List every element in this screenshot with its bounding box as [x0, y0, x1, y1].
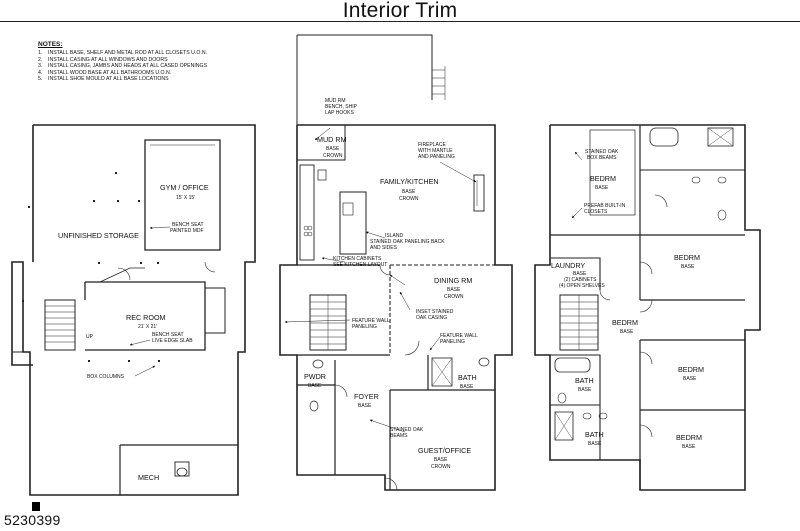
- label-rec-room: REC ROOM: [126, 313, 166, 322]
- label-bath: BATH: [458, 373, 477, 382]
- label-rec-bench: BENCH SEAT: [152, 332, 184, 338]
- label-rec-dims: 21' X 21': [138, 324, 157, 330]
- label-with-mantle: WITH MANTLE: [418, 148, 453, 154]
- label-guest-base: BASE: [434, 457, 448, 463]
- first-floor-labels: MUD RM BENCH, SHIP LAP HOOKS MUD RM BASE…: [304, 98, 478, 470]
- label-mud-rm-bench: MUD RM: [325, 98, 346, 104]
- label-fireplace: FIREPLACE: [418, 142, 446, 148]
- label-mud-crown: CROWN: [323, 153, 343, 159]
- label-gym-office: GYM / OFFICE: [160, 183, 209, 192]
- label-pwdr-base: BASE: [308, 383, 322, 389]
- label-fk-base: BASE: [402, 189, 416, 195]
- label-family-kitchen: FAMILY/KITCHEN: [380, 177, 439, 186]
- basement-plan: [11, 124, 256, 496]
- label-bedrm-5: BEDRM: [676, 433, 702, 442]
- label-fk-crown: CROWN: [399, 196, 419, 202]
- label-live-edge-slab: LIVE EDGE SLAB: [152, 338, 193, 344]
- notes-heading: NOTES:: [38, 41, 63, 48]
- label-mech: MECH: [138, 473, 159, 482]
- label-stained-oak-paneling: STAINED OAK PANELING BACK: [370, 239, 445, 245]
- label-bath-base: BASE: [460, 384, 474, 390]
- label-bedrm-hall: BEDRM: [612, 318, 638, 327]
- note-item: 4.INSTALL WOOD BASE AT ALL BATHROOMS U.O…: [38, 69, 172, 76]
- label-beams: BEAMS: [390, 433, 408, 439]
- label-laundry-cabinets: (2) CABINETS: [564, 277, 597, 283]
- label-bedrm-2-base: BASE: [681, 264, 695, 270]
- label-bath-1: BATH: [575, 376, 594, 385]
- label-bath-1-base: BASE: [578, 387, 592, 393]
- label-lap-hooks: LAP HOOKS: [325, 110, 354, 116]
- label-box-columns: BOX COLUMNS: [87, 374, 125, 380]
- label-dining-crown: CROWN: [444, 294, 464, 300]
- label-bench-ship: BENCH, SHIP: [325, 104, 358, 110]
- label-laundry: LAUNDRY: [551, 261, 585, 270]
- label-dining-base: BASE: [447, 287, 461, 293]
- label-up: UP: [86, 334, 94, 340]
- label-prefab-built-in: PREFAB BUILT-IN: [584, 203, 626, 209]
- label-mud-rm: MUD RM: [317, 135, 347, 144]
- label-kitchen-cabinets: KITCHEN CABINETS: [333, 256, 382, 262]
- label-painted-mdf: PAINTED MDF: [170, 228, 204, 234]
- label-laundry-shelves: (4) OPEN SHELVES: [559, 283, 605, 289]
- label-dining-rm: DINING RM: [434, 276, 472, 285]
- label-closets: CLOSETS: [584, 209, 608, 215]
- label-unfinished-storage: UNFINISHED STORAGE: [58, 231, 139, 240]
- label-and-paneling: AND PANELING: [418, 154, 455, 160]
- note-item: 2.INSTALL CASING AT ALL WINDOWS AND DOOR…: [38, 56, 168, 63]
- label-bedrm-5-base: BASE: [682, 444, 696, 450]
- label-oak-casing: OAK CASING: [416, 315, 447, 321]
- label-feature-wall-2-paneling: PANELING: [440, 339, 465, 345]
- label-gym-dims: 15' X 15': [176, 195, 195, 201]
- note-item: 1.INSTALL BASE, SHELF AND METAL ROD AT A…: [38, 50, 208, 57]
- label-bedrm-master-base: BASE: [595, 185, 609, 191]
- label-bench-seat: BENCH SEAT: [172, 222, 204, 228]
- label-bedrm-2: BEDRM: [674, 253, 700, 262]
- page-title: Interior Trim: [342, 0, 458, 22]
- label-stained-oak: STAINED OAK: [390, 427, 424, 433]
- label-and-sides: AND SIDES: [370, 245, 398, 251]
- label-bath-2: BATH: [585, 430, 604, 439]
- second-floor-plan: [534, 124, 761, 491]
- label-stained-oak-box: STAINED OAK: [585, 149, 619, 155]
- label-guest-crown: CROWN: [431, 464, 451, 470]
- notes-block: NOTES: 1.INSTALL BASE, SHELF AND METAL R…: [38, 41, 208, 83]
- label-feature-wall-2: FEATURE WALL: [440, 333, 478, 339]
- note-item: 3.INSTALL CASING, JAMBS AND HEADS AT ALL…: [38, 63, 208, 70]
- corner-mark: [32, 502, 40, 511]
- basement-labels: UNFINISHED STORAGE GYM / OFFICE 15' X 15…: [58, 183, 209, 482]
- label-foyer-base: BASE: [358, 403, 372, 409]
- second-floor-labels: STAINED OAK BOX BEAMS BEDRM BASE PREFAB …: [551, 149, 704, 450]
- label-see-kitchen-layout: SEE KITCHEN LAYOUT: [333, 262, 387, 268]
- label-feature-wall: FEATURE WALL: [352, 318, 390, 324]
- first-floor-plan: [279, 34, 513, 491]
- label-bath-2-base: BASE: [588, 441, 602, 447]
- label-bedrm-hall-base: BASE: [620, 329, 634, 335]
- label-laundry-base: BASE: [573, 271, 587, 277]
- listing-id: 5230399: [4, 512, 61, 528]
- label-bedrm-4-base: BASE: [683, 376, 697, 382]
- title-rule: [0, 21, 800, 22]
- note-item: 5.INSTALL SHOE MOULD AT ALL BASE LOCATIO…: [38, 76, 169, 83]
- label-pwdr: PWDR: [304, 372, 326, 381]
- label-bedrm-master: BEDRM: [590, 174, 616, 183]
- label-box-beams: BOX BEAMS: [587, 155, 617, 161]
- label-bedrm-4: BEDRM: [678, 365, 704, 374]
- label-mud-base: BASE: [326, 146, 340, 152]
- label-foyer: FOYER: [354, 392, 379, 401]
- label-feature-wall-paneling: PANELING: [352, 324, 377, 330]
- label-island: ISLAND: [385, 233, 403, 239]
- label-guest-office: GUEST/OFFICE: [418, 446, 471, 455]
- label-inset-stained: INSET STAINED: [416, 309, 454, 315]
